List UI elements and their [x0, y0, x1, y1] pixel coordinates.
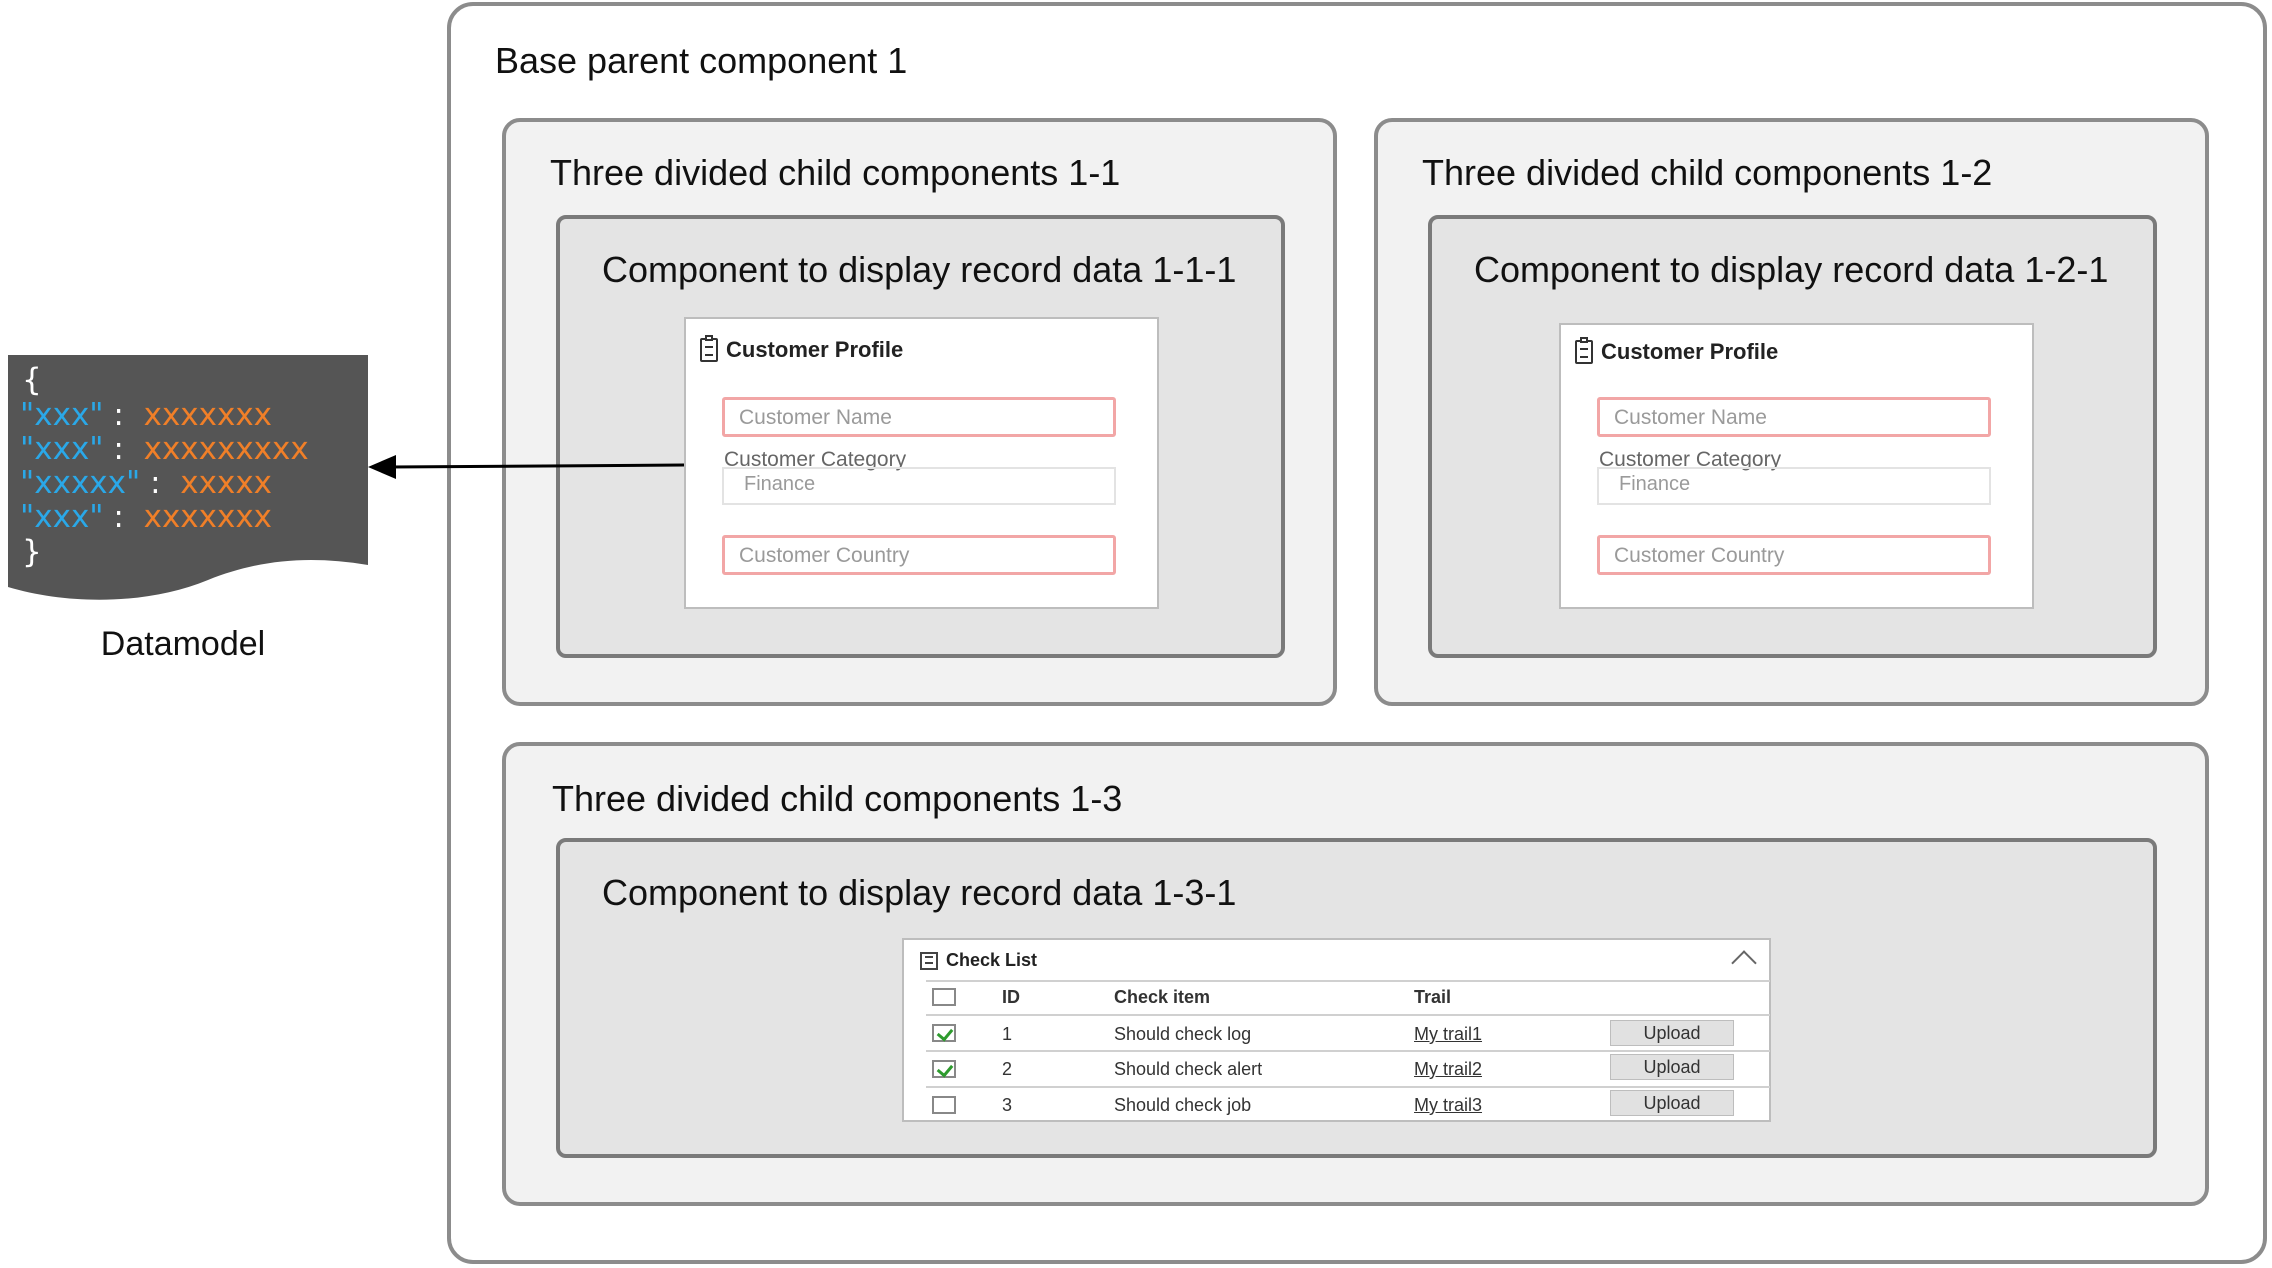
customer-profile-form: Customer Profile Customer Name Customer … — [684, 317, 1159, 609]
upload-button[interactable]: Upload — [1610, 1020, 1734, 1046]
record-title: Component to display record data 1-2-1 — [1474, 249, 2109, 290]
row-trail-link[interactable]: My trail2 — [1414, 1059, 1483, 1079]
row-check-item: Should check job — [1114, 1095, 1252, 1115]
customer-country-input[interactable]: Customer Country — [1597, 535, 1991, 575]
divider — [926, 1050, 1770, 1052]
row-trail-link[interactable]: My trail3 — [1414, 1095, 1483, 1115]
column-header-id: ID — [1002, 987, 1020, 1007]
row-checkbox[interactable] — [932, 1060, 956, 1078]
form-heading: Customer Profile — [700, 335, 903, 363]
upload-button[interactable]: Upload — [1610, 1054, 1734, 1080]
divider — [926, 1086, 1770, 1088]
customer-category-label: Customer Category — [724, 448, 907, 471]
datamodel-caption: Datamodel — [100, 625, 266, 663]
divider — [926, 980, 1770, 982]
datamodel-document — [8, 355, 368, 600]
customer-category-field[interactable]: Finance — [722, 467, 1116, 505]
upload-button[interactable]: Upload — [1610, 1090, 1734, 1116]
customer-category-field[interactable]: Finance — [1597, 467, 1991, 505]
row-id: 1 — [1002, 1024, 1013, 1044]
arrow-icon — [368, 455, 685, 479]
customer-name-input[interactable]: Customer Name — [722, 397, 1116, 437]
check-list-heading: Check List — [920, 950, 1037, 971]
record-title: Component to display record data 1-3-1 — [602, 872, 1237, 913]
child-title: Three divided child components 1-3 — [552, 778, 1123, 819]
child-title: Three divided child components 1-2 — [1422, 152, 1993, 193]
customer-profile-form: Customer Profile Customer Name Customer … — [1559, 323, 2034, 609]
row-checkbox[interactable] — [932, 1024, 956, 1042]
child-title: Three divided child components 1-1 — [550, 152, 1121, 193]
divider — [926, 1014, 1770, 1016]
clipboard-icon — [1575, 337, 1593, 364]
customer-country-input[interactable]: Customer Country — [722, 535, 1116, 575]
row-id: 2 — [1002, 1059, 1013, 1079]
datamodel-open-brace: { — [22, 362, 42, 398]
datamodel-entry: "xxxxx" : xxxxx — [20, 465, 273, 501]
column-header-check-item: Check item — [1114, 987, 1211, 1007]
customer-category-label: Customer Category — [1599, 448, 1782, 471]
row-check-item: Should check log — [1114, 1024, 1252, 1044]
record-title: Component to display record data 1-1-1 — [602, 249, 1237, 290]
form-heading: Customer Profile — [1575, 337, 1778, 365]
row-trail-link[interactable]: My trail1 — [1414, 1024, 1483, 1044]
chevron-up-icon[interactable] — [1731, 950, 1757, 976]
select-all-checkbox[interactable] — [932, 988, 956, 1006]
datamodel-entry: "xxx" : xxxxxxx — [20, 397, 273, 433]
datamodel-entry: "xxx" : xxxxxxx — [20, 499, 273, 535]
row-id: 3 — [1002, 1095, 1013, 1115]
list-icon — [920, 951, 938, 970]
row-checkbox[interactable] — [932, 1096, 956, 1114]
row-check-item: Should check alert — [1114, 1059, 1263, 1079]
datamodel-entry: "xxx" : xxxxxxxxx — [20, 431, 309, 467]
clipboard-icon — [700, 335, 718, 362]
column-header-trail: Trail — [1414, 987, 1452, 1007]
parent-title: Base parent component 1 — [495, 40, 908, 81]
customer-name-input[interactable]: Customer Name — [1597, 397, 1991, 437]
datamodel-code: { "xxx" : xxxxxxx "xxx" : xxxxxxxxx "xxx… — [8, 355, 370, 595]
check-list-table: Check List ID Check item Trail 1 Should … — [902, 938, 1771, 1122]
datamodel-close-brace: } — [22, 534, 42, 570]
